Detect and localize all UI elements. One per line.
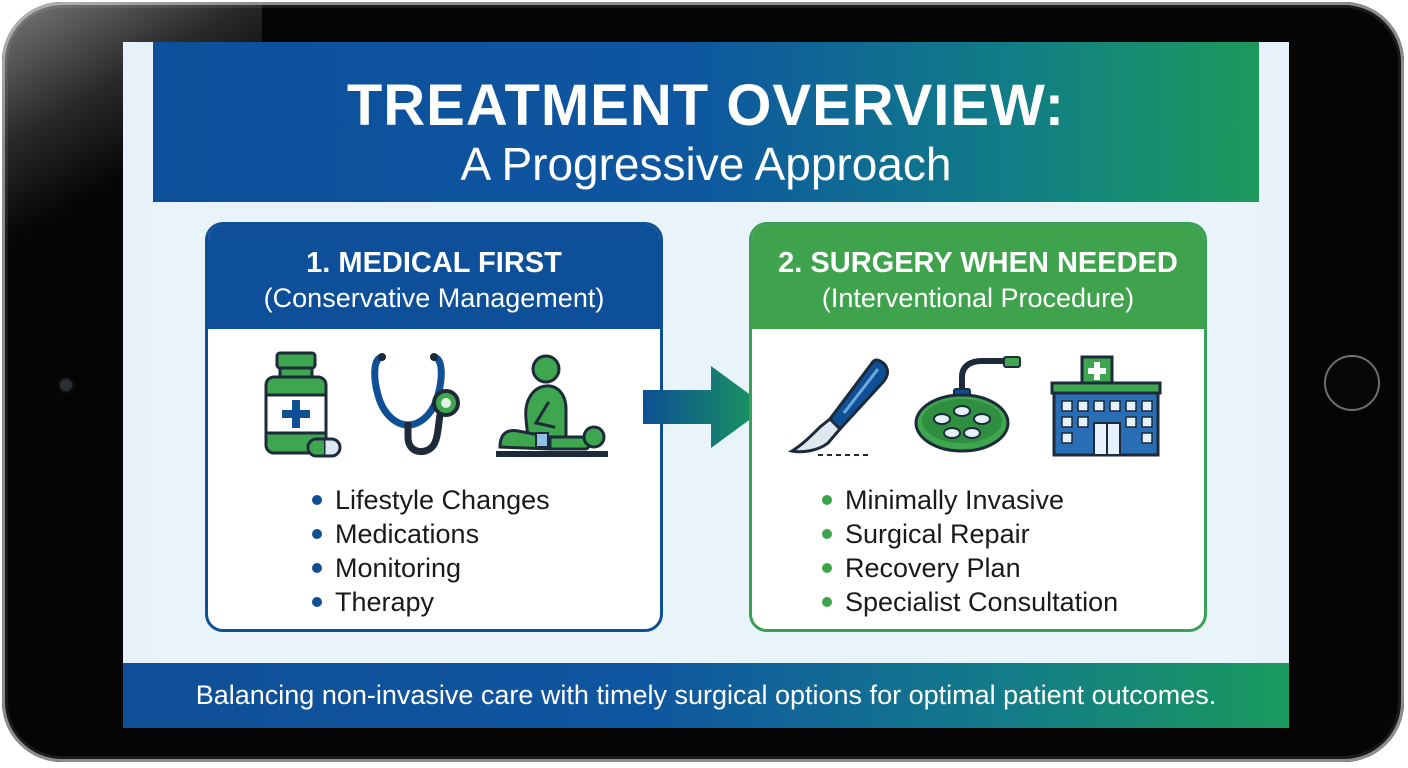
bullet-dot [822,597,832,607]
list-item: Recovery Plan [752,551,1204,585]
bullet-dot [822,495,832,505]
list-item: Minimally Invasive [752,483,1204,517]
surgery-panel: 2. SURGERY WHEN NEEDED (Interventional P… [749,222,1207,632]
surgery-title: 2. SURGERY WHEN NEEDED [778,247,1178,279]
list-item: Surgical Repair [752,517,1204,551]
bullet-dot [312,563,322,573]
hospital-icon [1050,355,1162,457]
stethoscope-icon [371,353,460,456]
medicine-bottle-icon [264,351,342,458]
medical-first-subtitle: (Conservative Management) [263,283,605,313]
medical-first-list: Lifestyle Changes Medications Monitoring… [208,483,660,619]
list-item: Lifestyle Changes [208,483,660,517]
medical-first-title: 1. MEDICAL FIRST [306,247,562,279]
list-item: Monitoring [208,551,660,585]
list-item: Specialist Consultation [752,585,1204,619]
surgery-subtitle: (Interventional Procedure) [821,283,1135,313]
camera-icon [60,379,72,391]
bullet-dot [312,529,322,539]
progression-arrow-icon [643,366,767,448]
medical-first-header: 1. MEDICAL FIRST (Conservative Managemen… [208,225,660,329]
slide-header: TREATMENT OVERVIEW: A Progressive Approa… [153,42,1259,202]
slide-subtitle: A Progressive Approach [460,138,952,190]
list-item: Medications [208,517,660,551]
bullet-dot [312,495,322,505]
bullet-dot [822,529,832,539]
slide-footer: Balancing non-invasive care with timely … [123,663,1289,728]
list-item: Therapy [208,585,660,619]
surgery-header: 2. SURGERY WHEN NEEDED (Interventional P… [752,225,1204,329]
surgical-lamp-icon [914,356,1021,453]
home-button[interactable] [1324,355,1380,411]
bullet-dot [312,597,322,607]
scalpel-icon [788,358,889,456]
surgery-list: Minimally Invasive Surgical Repair Recov… [752,483,1204,619]
physical-therapy-icon [496,354,608,457]
bullet-dot [822,563,832,573]
slide-title: TREATMENT OVERVIEW: [346,73,1066,138]
slide-screen: TREATMENT OVERVIEW: A Progressive Approa… [123,42,1289,728]
medical-first-panel: 1. MEDICAL FIRST (Conservative Managemen… [205,222,663,632]
